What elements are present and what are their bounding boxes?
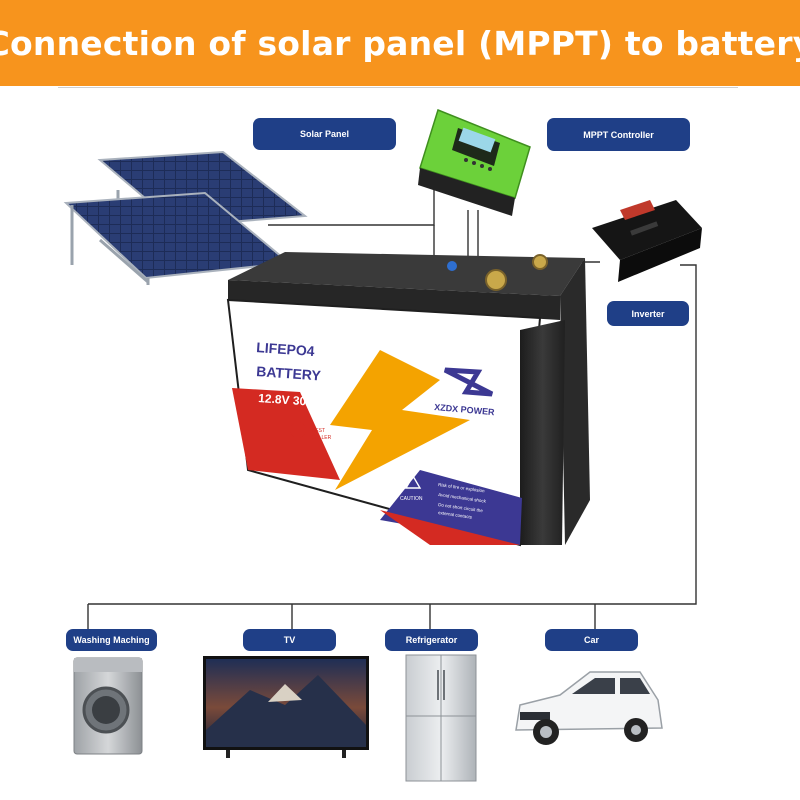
- inverter-icon: [592, 200, 702, 282]
- label-refrigerator: Refrigerator: [385, 629, 478, 651]
- label-car: Car: [545, 629, 638, 651]
- washing-machine-icon: [73, 657, 143, 755]
- battery-chemistry: LIFEPO4: [256, 339, 316, 359]
- label-tv: TV: [243, 629, 336, 651]
- battery-warning-2: Avoid mechanical shock: [438, 492, 487, 504]
- header-banner: Connection of solar panel (MPPT) to batt…: [0, 0, 800, 86]
- battery-warning-4: external contacts: [438, 510, 473, 520]
- mppt-controller-icon: [418, 109, 531, 216]
- refrigerator-icon: [405, 654, 477, 782]
- seal-line-1: BEST: [312, 428, 325, 434]
- warning-triangle-icon: [404, 474, 422, 489]
- wire-inverter-to-loads: [88, 264, 697, 605]
- battery-word: BATTERY: [256, 363, 322, 384]
- label-washing-machine: Washing Maching: [66, 629, 157, 651]
- header-divider: [58, 87, 738, 88]
- battery-warning-3: Do not short circuit the: [438, 502, 484, 513]
- label-solar-panel: Solar Panel: [253, 118, 396, 150]
- label-mppt-controller: MPPT Controller: [547, 118, 690, 151]
- tv-icon: [203, 656, 369, 758]
- car-icon: [515, 671, 663, 745]
- battery-spec: 12.8V 300Ah: [258, 391, 330, 410]
- page-title: Connection of solar panel (MPPT) to batt…: [0, 23, 800, 63]
- best-seller-seal-icon: [290, 422, 306, 438]
- label-inverter: Inverter: [607, 301, 689, 326]
- battery-warning-1: Risk of fire or explosion: [438, 482, 486, 494]
- battery-icon: [226, 252, 590, 547]
- seal-line-2: SELLER: [312, 435, 332, 441]
- battery-warning-title: CAUTION: [400, 496, 423, 502]
